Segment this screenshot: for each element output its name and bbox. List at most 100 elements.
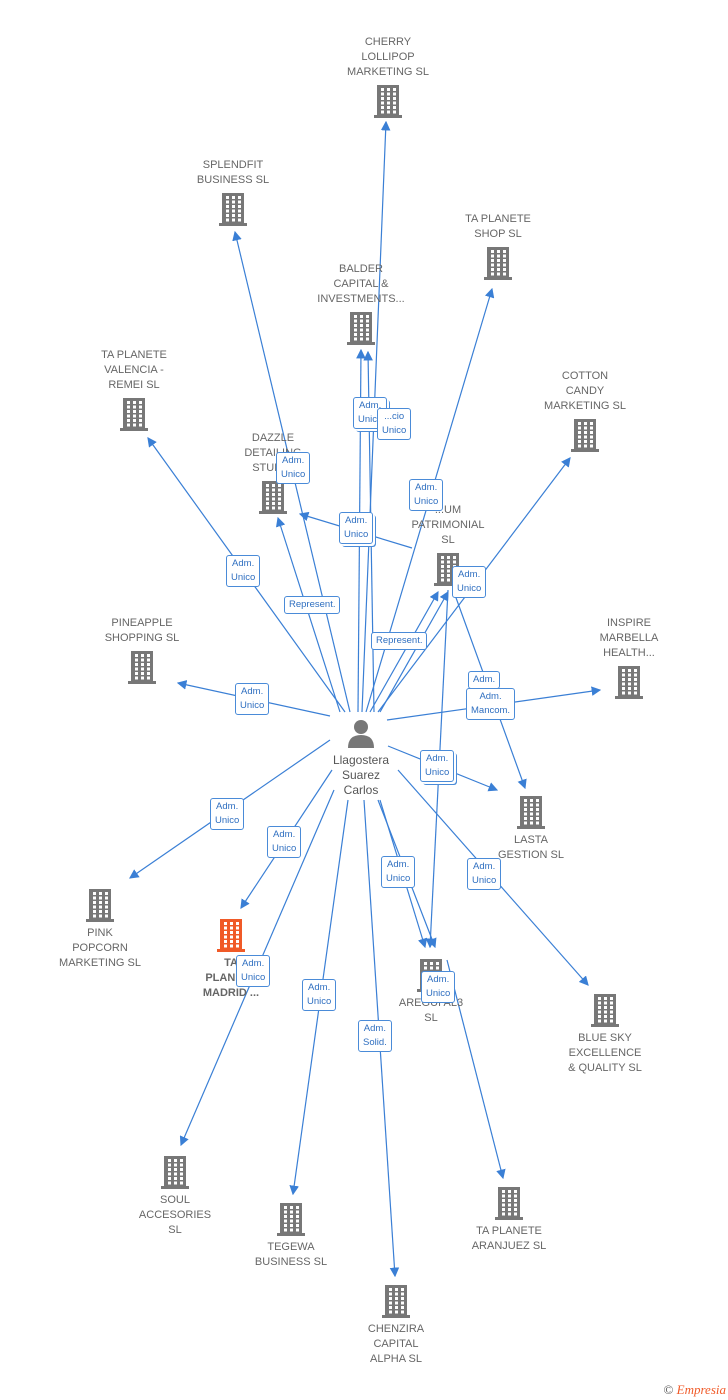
company-icon-wrap [449, 1186, 569, 1220]
company-icon-wrap [525, 418, 645, 452]
company-node-balder[interactable]: BALDER CAPITAL & INVESTMENTS... [301, 262, 421, 345]
company-name: CHERRY LOLLIPOP MARKETING SL [347, 36, 429, 78]
company-node-tegewa[interactable]: TEGEWA BUSINESS SL [231, 1202, 351, 1270]
company-node-soul[interactable]: SOUL ACCESORIES SL [115, 1155, 235, 1238]
building-icon [382, 1285, 410, 1318]
company-name: TA PLANETE MADRID ... [202, 957, 260, 999]
company-icon-wrap [328, 84, 448, 118]
building-icon [495, 1187, 523, 1220]
company-icon-wrap [82, 650, 202, 684]
role-badge[interactable]: Adm. Unico [467, 858, 502, 890]
role-badge[interactable]: ...cio Unico [377, 408, 412, 440]
company-name: TA PLANETE ARANJUEZ SL [471, 1225, 547, 1252]
building-icon [517, 796, 545, 829]
copyright-symbol: © [663, 1382, 674, 1397]
building-icon [259, 481, 287, 514]
role-badge[interactable]: Adm. Unico [409, 479, 444, 511]
company-name: SPLENDFIT BUSINESS SL [196, 159, 270, 186]
relation-edge [379, 590, 449, 713]
building-icon [484, 247, 512, 280]
company-name: BALDER CAPITAL & INVESTMENTS... [317, 263, 405, 305]
building-icon [571, 419, 599, 452]
company-node-dazzle[interactable]: DAZZLE DETAILING STUDIO [213, 431, 333, 514]
person-node[interactable]: Llagostera Suarez Carlos [311, 718, 411, 798]
company-name: DAZZLE DETAILING STUDIO [244, 432, 302, 474]
company-icon-wrap [171, 918, 291, 952]
role-badge[interactable]: Adm. Mancom. [466, 688, 516, 720]
company-name: COTTON CANDY MARKETING SL [544, 370, 626, 412]
company-icon-wrap [569, 665, 689, 699]
company-node-bluesky[interactable]: BLUE SKY EXCELLENCE & QUALITY SL [545, 993, 665, 1076]
building-icon [120, 398, 148, 431]
company-node-tashop[interactable]: TA PLANETE SHOP SL [438, 212, 558, 280]
role-badge[interactable]: Adm. Unico [381, 856, 416, 888]
company-icon-wrap [173, 192, 293, 226]
company-node-splendfit[interactable]: SPLENDFIT BUSINESS SL [173, 158, 293, 226]
role-badge[interactable]: Adm. Unico [210, 798, 245, 830]
company-icon-wrap [40, 888, 160, 922]
company-icon-wrap [471, 795, 591, 829]
relation-edge [369, 590, 439, 713]
company-node-inspire[interactable]: INSPIRE MARBELLA HEALTH... [569, 616, 689, 699]
company-name: CHENZIRA CAPITAL ALPHA SL [367, 1323, 425, 1365]
company-name: PINEAPPLE SHOPPING SL [104, 617, 180, 644]
company-icon-wrap [301, 311, 421, 345]
brand-name: Empresia [676, 1382, 726, 1397]
building-icon [217, 919, 245, 952]
company-node-pineapple[interactable]: PINEAPPLE SHOPPING SL [82, 616, 202, 684]
role-badge[interactable]: Adm. [468, 671, 501, 689]
role-badge[interactable]: Represent. [371, 632, 428, 650]
company-node-cotton[interactable]: COTTON CANDY MARKETING SL [525, 369, 645, 452]
role-badge[interactable]: Adm. Unico [276, 452, 311, 484]
building-icon [615, 666, 643, 699]
company-name: TEGEWA BUSINESS SL [254, 1241, 328, 1268]
role-badge[interactable]: Represent. [284, 596, 341, 614]
company-icon-wrap [545, 993, 665, 1027]
building-icon [128, 651, 156, 684]
role-badge[interactable]: Adm. Unico [267, 826, 302, 858]
company-node-tamadrid[interactable]: TA PLANETE MADRID ... [171, 918, 291, 1001]
footer-brand: © Empresia [664, 1382, 727, 1398]
company-name: SOUL ACCESORIES SL [138, 1194, 212, 1236]
building-icon [374, 85, 402, 118]
company-node-patrimonial[interactable]: ...UM PATRIMONIAL SL [388, 503, 508, 586]
company-name: TA PLANETE VALENCIA - REMEI SL [101, 349, 167, 391]
role-badge[interactable]: Adm. Unico [420, 750, 455, 782]
company-name: LASTA GESTION SL [497, 834, 565, 861]
company-icon-wrap [438, 246, 558, 280]
company-node-cherry[interactable]: CHERRY LOLLIPOP MARKETING SL [328, 35, 448, 118]
company-node-chenzira[interactable]: CHENZIRA CAPITAL ALPHA SL [336, 1284, 456, 1367]
building-icon [277, 1203, 305, 1236]
company-name: BLUE SKY EXCELLENCE & QUALITY SL [568, 1032, 642, 1074]
role-badge[interactable]: Adm. Unico [452, 566, 487, 598]
role-badge[interactable]: Adm. Unico [235, 683, 270, 715]
building-icon [591, 994, 619, 1027]
building-icon [347, 312, 375, 345]
building-icon [161, 1156, 189, 1189]
company-icon-wrap [336, 1284, 456, 1318]
building-icon [86, 889, 114, 922]
company-icon-wrap [74, 397, 194, 431]
company-name: INSPIRE MARBELLA HEALTH... [599, 617, 659, 659]
company-node-taaranjuez[interactable]: TA PLANETE ARANJUEZ SL [449, 1186, 569, 1254]
role-badge[interactable]: Adm. Unico [302, 979, 337, 1011]
company-node-pink[interactable]: PINK POPCORN MARKETING SL [40, 888, 160, 971]
role-badge[interactable]: Adm. Unico [339, 512, 374, 544]
role-badge[interactable]: Adm. Unico [236, 955, 271, 987]
company-icon-wrap [115, 1155, 235, 1189]
company-icon-wrap [388, 552, 508, 586]
person-icon [348, 720, 374, 748]
company-name: ...UM PATRIMONIAL SL [411, 504, 485, 546]
company-node-lasta[interactable]: LASTA GESTION SL [471, 795, 591, 863]
company-icon-wrap [213, 480, 333, 514]
company-node-tavalencia[interactable]: TA PLANETE VALENCIA - REMEI SL [74, 348, 194, 431]
role-badge[interactable]: Adm. Solid. [358, 1020, 392, 1052]
company-icon-wrap [231, 1202, 351, 1236]
company-name: PINK POPCORN MARKETING SL [59, 927, 141, 969]
role-badge[interactable]: Adm. Unico [226, 555, 261, 587]
role-badge[interactable]: Adm. Unico [421, 971, 456, 1003]
relation-edge [275, 516, 341, 713]
building-icon [219, 193, 247, 226]
